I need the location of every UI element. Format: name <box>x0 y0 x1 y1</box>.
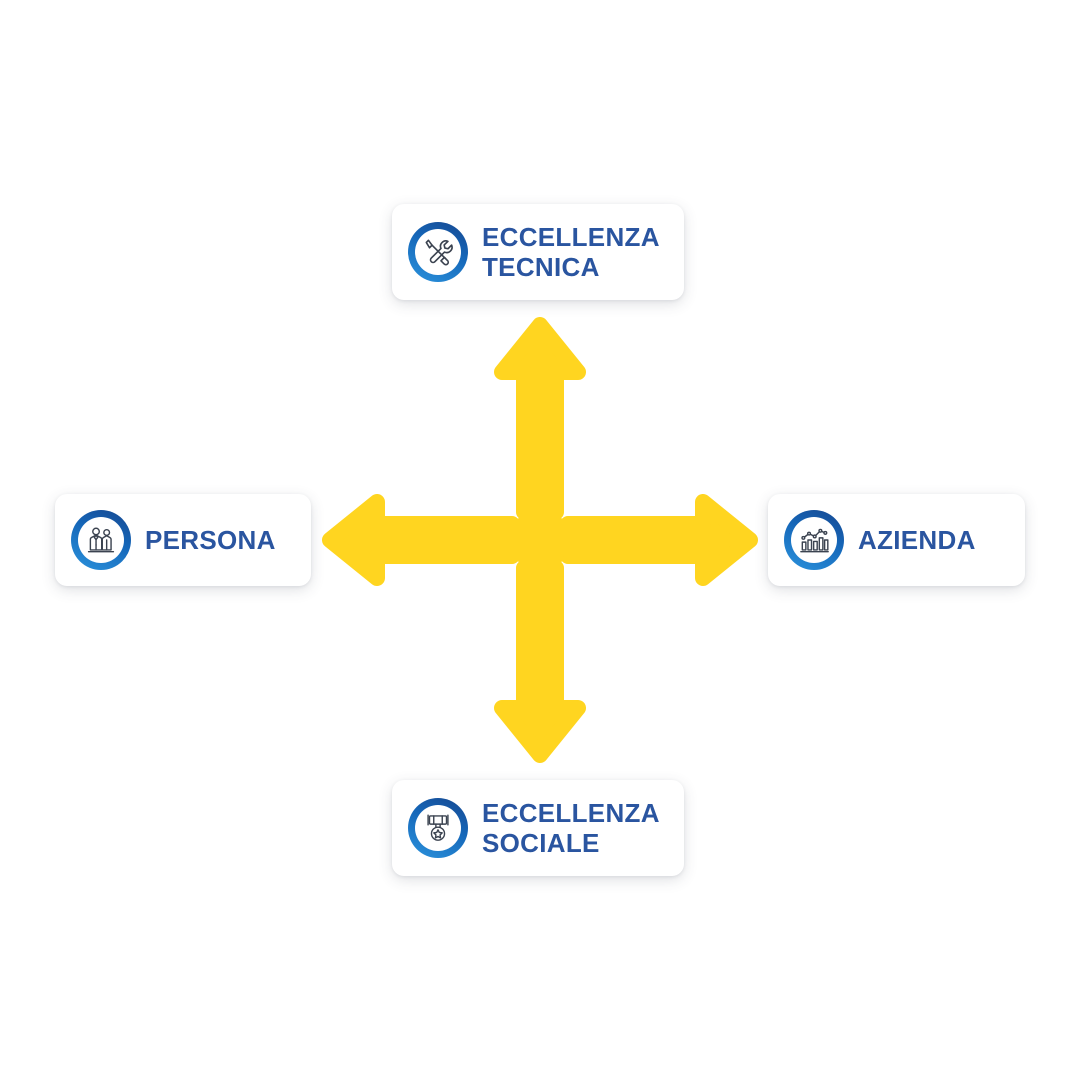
card-persona[interactable]: PERSONA <box>55 494 311 586</box>
cross-center <box>516 516 564 564</box>
bar-chart-trend-icon <box>784 510 844 570</box>
arrow-right <box>560 494 758 586</box>
two-people-icon <box>71 510 131 570</box>
card-eccellenza-sociale[interactable]: ECCELLENZA SOCIALE <box>392 780 684 876</box>
card-azienda[interactable]: AZIENDA <box>768 494 1025 586</box>
arrow-down <box>494 560 586 763</box>
wrench-screwdriver-icon <box>408 222 468 282</box>
arrow-left <box>322 494 520 586</box>
card-label: AZIENDA <box>858 524 976 555</box>
card-label: PERSONA <box>145 524 276 555</box>
card-label: ECCELLENZA SOCIALE <box>482 797 660 858</box>
card-label: ECCELLENZA TECNICA <box>482 221 660 282</box>
medal-star-icon <box>408 798 468 858</box>
arrow-up <box>494 317 586 520</box>
card-eccellenza-tecnica[interactable]: ECCELLENZA TECNICA <box>392 204 684 300</box>
